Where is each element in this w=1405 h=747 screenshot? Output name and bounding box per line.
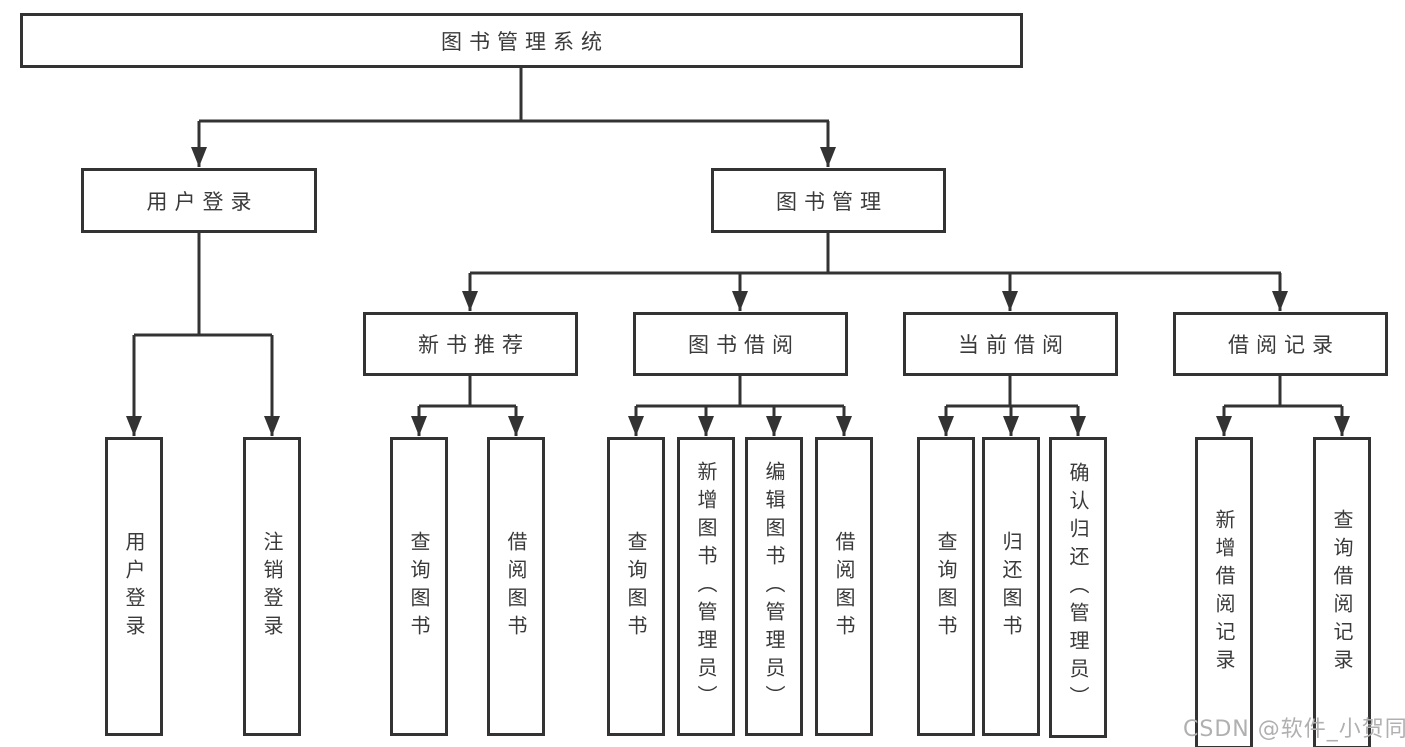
leaf-query-books-borrowing: 查询图书 (607, 437, 665, 736)
node-new-book-recommendation: 新书推荐 (363, 312, 578, 376)
leaf-label: 查询借阅记录 (1330, 509, 1354, 677)
leaf-add-book-admin: 新增图书（管理员） (677, 437, 735, 736)
leaf-label: 新增图书（管理员） (694, 460, 718, 713)
leaf-label: 注销登录 (260, 530, 284, 643)
leaf-confirm-return-admin: 确认归还（管理员） (1049, 437, 1107, 738)
leaf-logout: 注销登录 (243, 437, 301, 736)
leaf-borrow-books-recommend: 借阅图书 (487, 437, 545, 736)
node-user-login: 用户登录 (81, 168, 317, 233)
leaf-label: 查询图书 (407, 530, 431, 643)
leaf-label: 编辑图书（管理员） (762, 460, 786, 713)
node-current-borrowing: 当前借阅 (903, 312, 1118, 376)
leaf-label: 查询图书 (934, 530, 958, 643)
node-book-borrowing: 图书借阅 (633, 312, 848, 376)
leaf-label: 查询图书 (624, 530, 648, 643)
node-library-management-system: 图书管理系统 (20, 13, 1023, 68)
leaf-add-borrow-record: 新增借阅记录 (1195, 437, 1253, 747)
leaf-label: 归还图书 (999, 530, 1023, 643)
leaf-query-books-recommend: 查询图书 (390, 437, 448, 736)
leaf-label: 借阅图书 (832, 530, 856, 643)
leaf-label: 确认归还（管理员） (1066, 461, 1090, 714)
leaf-query-books-current: 查询图书 (917, 437, 975, 736)
leaf-label: 新增借阅记录 (1212, 509, 1236, 677)
node-book-management: 图书管理 (711, 168, 946, 233)
node-borrowing-records: 借阅记录 (1173, 312, 1388, 376)
leaf-edit-book-admin: 编辑图书（管理员） (745, 437, 803, 736)
leaf-query-borrow-record: 查询借阅记录 (1313, 437, 1371, 747)
leaf-label: 用户登录 (122, 530, 146, 643)
leaf-label: 借阅图书 (504, 530, 528, 643)
leaf-user-login: 用户登录 (105, 437, 163, 736)
leaf-return-books: 归还图书 (982, 437, 1040, 736)
csdn-watermark: CSDN @软件_小贺同学 (1183, 717, 1405, 742)
leaf-borrow-books-borrowing: 借阅图书 (815, 437, 873, 736)
